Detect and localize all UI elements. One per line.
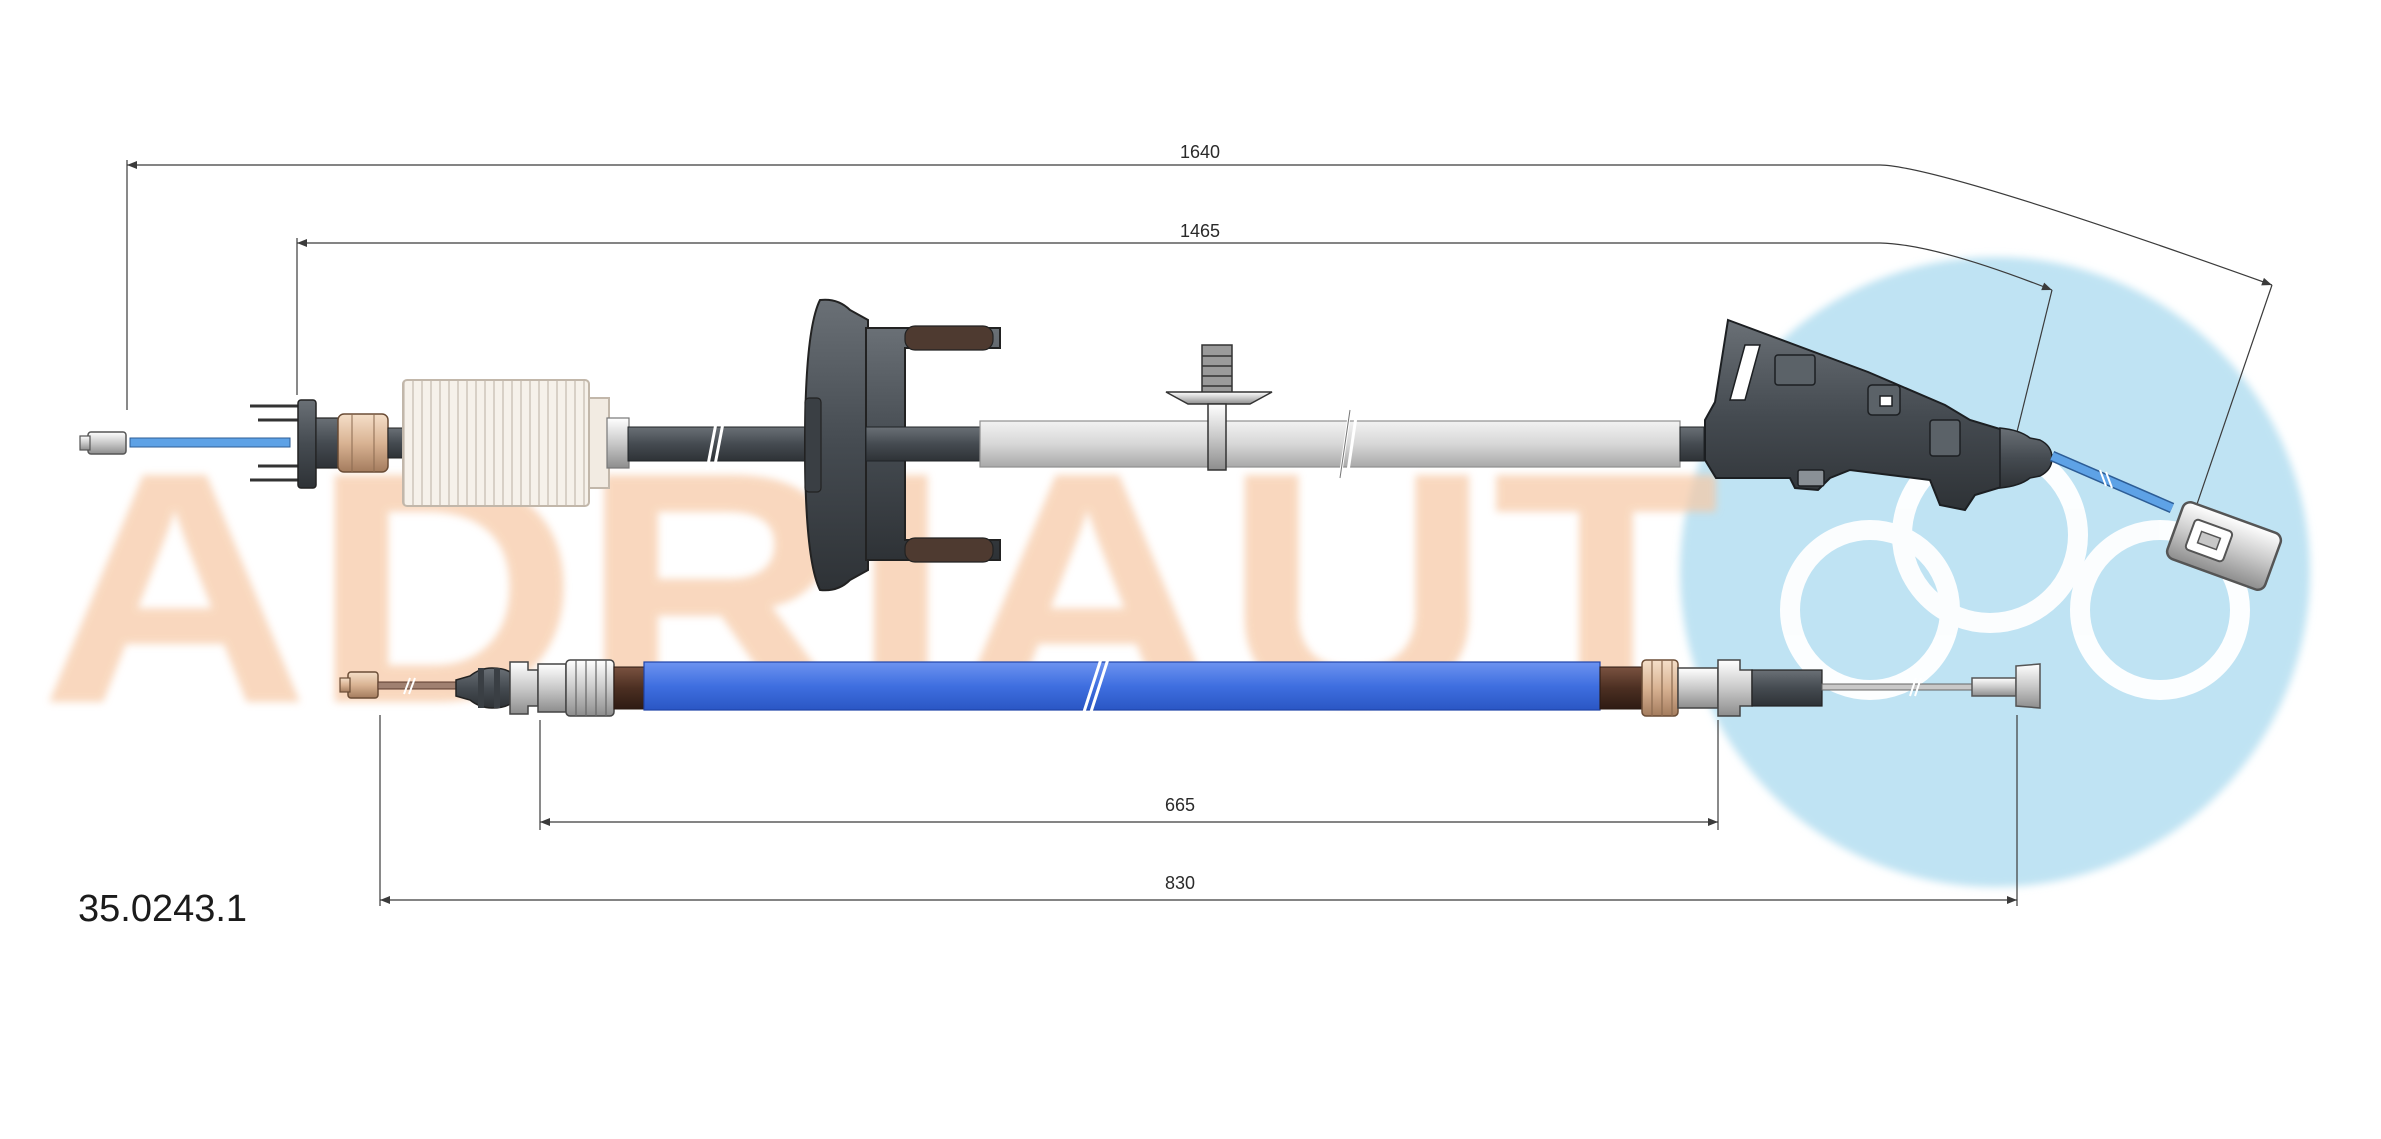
tan-ferrule (337, 413, 389, 473)
wire-end-tip (79, 435, 91, 451)
adjuster-collar (606, 417, 630, 469)
dark-sheath-middle (865, 426, 982, 462)
dimension-lines (126, 160, 2273, 906)
break-mark-2b (1345, 409, 1359, 479)
dimension-labels: 1640 1465 665 830 (1165, 142, 1220, 893)
logo-ring-right (2070, 520, 2250, 700)
grommet-boot (803, 298, 869, 592)
lower-right-end-shaft (1971, 677, 2017, 697)
break-mark-3a (1080, 655, 1104, 719)
ribbed-adjuster (402, 379, 590, 507)
lower-brown-sheath-left (613, 666, 645, 710)
break-mark-1a (705, 417, 719, 471)
break-mark-3b (1087, 655, 1111, 719)
grey-sheath (979, 420, 1681, 468)
eyelet-end (2165, 501, 2283, 591)
lower-end-tip (339, 677, 351, 693)
dim-1640-label: 1640 (1180, 142, 1220, 162)
lower-brown-sheath-right (1599, 666, 1643, 710)
wire-end-nipple (87, 431, 127, 455)
lower-inner-wire-left (377, 681, 457, 690)
lower-left-threaded (565, 659, 615, 717)
dim-1640-line (127, 161, 2273, 286)
lower-right-end-head (2015, 663, 2041, 709)
break-mark-1b (712, 417, 726, 471)
dim-830-label: 830 (1165, 873, 1195, 893)
dim-665-label: 665 (1165, 795, 1195, 815)
dim-1640-extension-right (2194, 284, 2273, 511)
push-clip (1165, 344, 1273, 471)
lower-inner-wire-right (1821, 683, 1973, 691)
part-number: 35.0243.1 (78, 888, 248, 930)
blue-sheath (643, 661, 1601, 711)
dim-1465-line (297, 239, 2053, 291)
fork-clip-ribs (904, 325, 994, 563)
ferrule-neck (387, 427, 405, 459)
lower-left-clip (509, 661, 539, 715)
dim-1465-label: 1465 (1180, 221, 1220, 241)
left-bracket-collar (315, 417, 339, 469)
lower-right-collar (1751, 669, 1823, 707)
housing-details (1729, 344, 1961, 487)
adjuster-cap (588, 397, 610, 489)
lower-left-ferrule (537, 663, 567, 713)
left-bracket-block (297, 399, 317, 489)
upper-cable-assembly (79, 298, 2283, 592)
lower-cable-assembly (339, 655, 2041, 719)
grommet-inner-ring (804, 397, 822, 493)
lower-end-nipple (347, 671, 379, 699)
lower-right-ferrule (1677, 667, 1719, 709)
dark-sheath-right (1679, 426, 1705, 462)
inner-wire-left (129, 437, 291, 448)
dim-1465-extension-right (2014, 289, 2053, 441)
